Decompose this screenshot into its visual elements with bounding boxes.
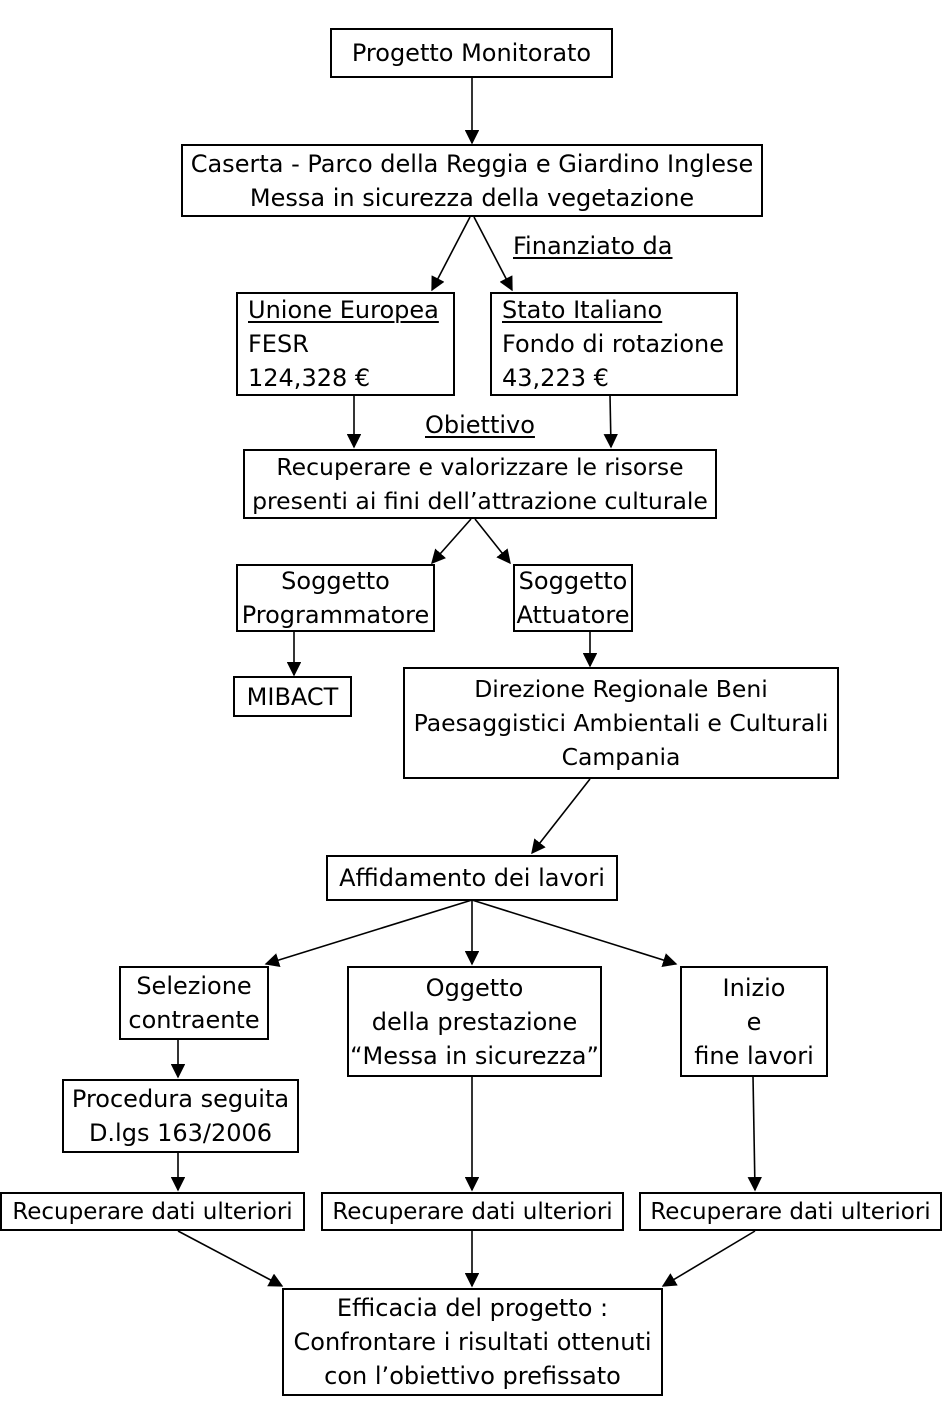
recuperare-dati-mid-text: Recuperare dati ulteriori	[332, 1198, 613, 1225]
obiettivo-line1: Recuperare e valorizzare le risorse	[276, 453, 684, 481]
selezione-contraente-box: Selezione contraente	[119, 966, 269, 1040]
selezione-line2: contraente	[128, 1006, 260, 1034]
inizio-fine-lavori-box: Inizio e fine lavori	[680, 966, 828, 1077]
soggetto-attuatore-line2: Attuatore	[516, 601, 630, 629]
arrow-inizio-recuperare-right	[747, 1075, 762, 1192]
soggetto-attuatore-box: Soggetto Attuatore	[513, 564, 633, 632]
efficacia-progetto-box: Efficacia del progetto : Confrontare i r…	[282, 1288, 663, 1396]
stato-italiano-fund: Fondo di rotazione	[502, 330, 724, 358]
direzione-line2: Paesaggistici Ambientali e Culturali	[413, 709, 829, 737]
selezione-line1: Selezione	[136, 972, 252, 1000]
arrow-recuperare-left-efficacia	[177, 1230, 284, 1287]
arrow-caserta-stato	[473, 216, 513, 292]
arrow-obiettivo-attuatore	[474, 518, 511, 565]
obiettivo-box: Recuperare e valorizzare le risorse pres…	[243, 449, 717, 519]
procedura-line2: D.lgs 163/2006	[88, 1119, 273, 1147]
oggetto-line1: Oggetto	[425, 973, 524, 1002]
unione-europea-fund: FESR	[248, 330, 309, 358]
soggetto-programmatore-line2: Programmatore	[241, 601, 430, 629]
direzione-line1: Direzione Regionale Beni	[474, 675, 768, 703]
direzione-regionale-box: Direzione Regionale Beni Paesaggistici A…	[403, 667, 839, 779]
obiettivo-label: Obiettivo	[425, 411, 535, 439]
soggetto-programmatore-box: Soggetto Programmatore	[236, 564, 435, 632]
procedura-line1: Procedura seguita	[71, 1085, 290, 1113]
oggetto-line2: della prestazione	[371, 1007, 578, 1036]
procedura-seguita-box: Procedura seguita D.lgs 163/2006	[62, 1079, 299, 1153]
direzione-line3: Campania	[561, 743, 681, 771]
stato-italiano-box: Stato Italiano Fondo di rotazione 43,223…	[490, 292, 738, 396]
unione-europea-title: Unione Europea	[248, 296, 439, 324]
caserta-project-box: Caserta - Parco della Reggia e Giardino …	[181, 144, 763, 217]
efficacia-line3: con l’obiettivo prefissato	[324, 1362, 621, 1390]
recuperare-dati-right-text: Recuperare dati ulteriori	[650, 1198, 931, 1225]
arrow-recuperare-right-efficacia	[661, 1230, 756, 1287]
affidamento-lavori-box: Affidamento dei lavori	[326, 855, 618, 901]
progetto-monitorato-box: Progetto Monitorato	[330, 28, 613, 78]
recuperare-dati-left-box: Recuperare dati ulteriori	[0, 1192, 305, 1231]
arrow-caserta-ue	[431, 216, 471, 292]
oggetto-prestazione-box: Oggetto della prestazione “Messa in sicu…	[347, 966, 602, 1077]
progetto-monitorato-text: Progetto Monitorato	[351, 39, 592, 67]
mibact-text: MIBACT	[246, 682, 339, 711]
stato-italiano-amount: 43,223 €	[502, 364, 609, 392]
inizio-line2: e	[746, 1007, 762, 1036]
arrow-direzione-affidamento	[531, 778, 591, 855]
soggetto-programmatore-line1: Soggetto	[281, 567, 390, 595]
arrow-affidamento-selezione	[264, 899, 473, 968]
recuperare-dati-mid-box: Recuperare dati ulteriori	[321, 1192, 624, 1231]
inizio-line1: Inizio	[722, 973, 786, 1002]
soggetto-attuatore-line1: Soggetto	[518, 567, 628, 595]
efficacia-line1: Efficacia del progetto :	[336, 1294, 609, 1322]
oggetto-line3: “Messa in sicurezza”	[350, 1041, 599, 1070]
stato-italiano-title: Stato Italiano	[502, 296, 663, 324]
unione-europea-box: Unione Europea FESR 124,328 €	[236, 292, 455, 396]
inizio-line3: fine lavori	[694, 1041, 814, 1070]
arrow-affidamento-inizio	[471, 899, 678, 967]
caserta-project-subtitle: Messa in sicurezza della vegetazione	[249, 183, 695, 212]
efficacia-line2: Confrontare i risultati ottenuti	[293, 1328, 652, 1356]
affidamento-lavori-text: Affidamento dei lavori	[339, 864, 605, 892]
finanziato-da-label: Finanziato da	[513, 232, 673, 260]
caserta-project-title: Caserta - Parco della Reggia e Giardino …	[190, 149, 754, 178]
recuperare-dati-left-text: Recuperare dati ulteriori	[12, 1198, 293, 1225]
recuperare-dati-right-box: Recuperare dati ulteriori	[639, 1192, 942, 1231]
unione-europea-amount: 124,328 €	[248, 364, 371, 392]
arrow-stato-obiettivo	[603, 394, 618, 449]
obiettivo-line2: presenti ai fini dell’attrazione cultura…	[252, 487, 708, 515]
arrow-obiettivo-programmatore	[431, 518, 472, 565]
mibact-box: MIBACT	[233, 676, 352, 717]
